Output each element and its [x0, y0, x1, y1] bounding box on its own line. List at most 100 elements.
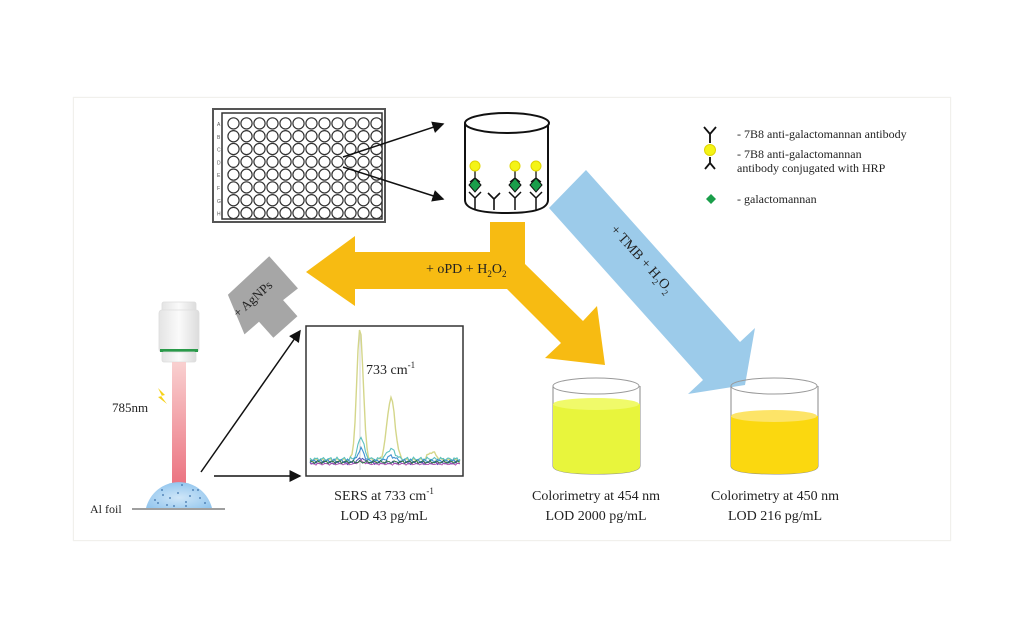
laser-lightning-icon — [158, 388, 167, 404]
well — [357, 206, 370, 220]
well — [279, 193, 292, 207]
well — [240, 206, 253, 220]
well — [344, 193, 357, 207]
well — [227, 168, 240, 181]
spectrum-peak-label: 733 cm-1 — [366, 360, 415, 378]
spectrum-frame — [305, 325, 464, 477]
well — [292, 181, 305, 194]
well — [370, 117, 383, 130]
sample-droplet — [146, 482, 212, 508]
nanoparticle — [199, 497, 201, 499]
well — [253, 129, 266, 143]
well — [370, 181, 383, 194]
al-foil-label: Al foil — [90, 502, 122, 516]
well — [240, 168, 253, 181]
well — [344, 155, 357, 168]
well — [318, 117, 331, 130]
well — [240, 117, 253, 130]
well — [357, 155, 370, 168]
well — [279, 206, 292, 220]
tmb-caption-line1: Colorimetry at 450 nm — [711, 489, 839, 504]
legend-capture-antibody-label: - 7B8 anti-galactomannan antibody — [737, 127, 907, 141]
nanoparticle — [197, 489, 199, 491]
well — [227, 193, 240, 207]
opd-arrow: + oPD + H2O2 — [306, 222, 605, 365]
well — [266, 206, 279, 220]
well-cylinder — [464, 112, 550, 215]
well — [253, 206, 266, 220]
well — [279, 117, 292, 130]
tmb-arrow: + TMB + H2O2 — [549, 170, 755, 394]
well — [292, 168, 305, 181]
well — [292, 142, 305, 156]
nanoparticle — [185, 501, 187, 503]
plate-row-label: A — [217, 122, 221, 128]
nanoparticle — [189, 495, 191, 497]
nanoparticle — [157, 502, 159, 504]
well — [266, 168, 279, 181]
well — [253, 168, 266, 181]
plate-to-well-arrow-bottom — [342, 166, 445, 202]
well — [370, 193, 383, 207]
well — [370, 206, 383, 220]
well — [331, 168, 344, 181]
raman-setup: 785nm Al foil — [90, 301, 225, 516]
silver-nanoparticles — [154, 484, 206, 507]
well — [266, 117, 279, 130]
well — [344, 129, 357, 143]
well — [305, 168, 318, 181]
well — [370, 129, 383, 143]
hrp-antibody-icon — [704, 144, 716, 170]
well — [318, 181, 331, 194]
opd-solution — [553, 404, 640, 474]
well — [227, 142, 240, 156]
nanoparticle — [204, 502, 206, 504]
well — [318, 193, 331, 207]
agnps-arrow: + AgNPs — [227, 256, 298, 338]
plate-row-label: G — [217, 199, 221, 205]
well — [331, 129, 344, 143]
laser-wavelength-label: 785nm — [112, 400, 148, 415]
opd-caption-line1: Colorimetry at 454 nm — [532, 489, 660, 504]
well — [331, 117, 344, 130]
well — [292, 193, 305, 207]
legend-hrp-antibody-label-line1: - 7B8 anti-galactomannan — [737, 147, 862, 161]
sandwich-complex — [529, 160, 543, 210]
well — [318, 206, 331, 220]
well — [240, 155, 253, 168]
well — [266, 142, 279, 156]
well — [240, 142, 253, 156]
well — [344, 117, 357, 130]
beaker-opd — [552, 377, 641, 475]
well — [370, 155, 383, 168]
sandwich-complex — [468, 160, 482, 210]
objective-lens — [158, 301, 200, 363]
nanoparticle — [169, 497, 171, 499]
plate-wells — [227, 117, 383, 220]
capture-antibody-icon — [703, 126, 717, 143]
spectrum-control — [309, 459, 461, 465]
capture-antibody-icon — [487, 192, 501, 210]
well — [344, 206, 357, 220]
well — [357, 193, 370, 207]
well — [318, 129, 331, 143]
well — [240, 129, 253, 143]
well — [331, 206, 344, 220]
well — [357, 117, 370, 130]
tmb-caption-line2: LOD 216 pg/mL — [728, 509, 822, 524]
well — [279, 142, 292, 156]
well — [279, 168, 292, 181]
well — [305, 206, 318, 220]
sers-spectrum: 733 cm-1 — [305, 325, 464, 477]
sandwich-complex — [508, 160, 522, 210]
tmb-solution — [731, 416, 818, 474]
well — [253, 193, 266, 207]
nanoparticle — [173, 505, 175, 507]
well — [318, 142, 331, 156]
well — [240, 181, 253, 194]
well — [305, 181, 318, 194]
plate-row-label: D — [217, 160, 221, 166]
